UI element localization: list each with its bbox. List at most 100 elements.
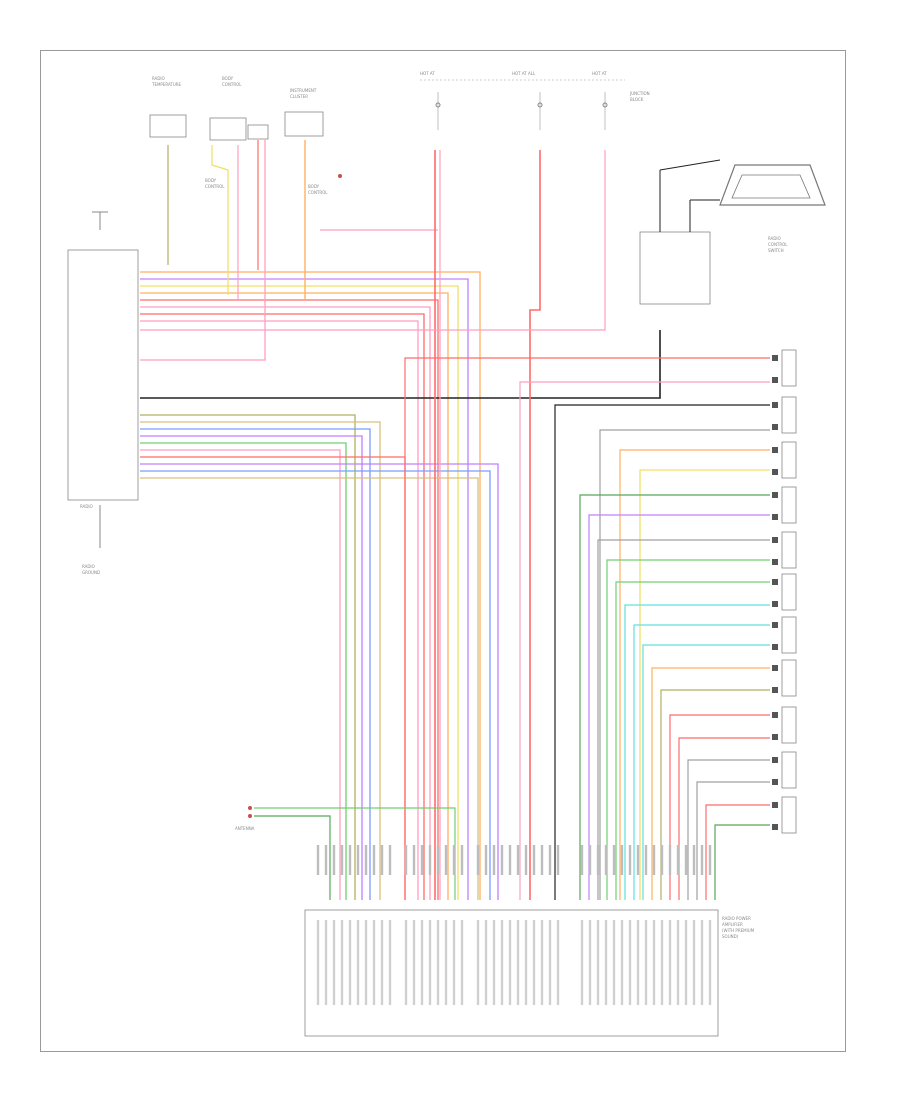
amp-pin-label xyxy=(524,920,528,1005)
speaker xyxy=(772,349,797,387)
connector-pin-label xyxy=(524,845,528,875)
amp-pin-label xyxy=(660,920,664,1005)
amp-pin-label xyxy=(340,920,344,1005)
connector-pin-label xyxy=(684,845,688,875)
amp-pin-label xyxy=(428,920,432,1005)
connector-pin-label xyxy=(500,845,504,875)
wire xyxy=(140,150,606,331)
svg-text:BODY: BODY xyxy=(308,184,320,189)
radio-output-wire xyxy=(140,299,439,900)
connector-pin-label xyxy=(652,845,656,875)
speaker-wire xyxy=(669,714,770,900)
top-left-components: RADIO TEMPERATURE BODY CONTROL INSTRUMEN… xyxy=(149,76,342,195)
top-fuses: HOT AT HOT AT ALL HOT AT JUNCTION BLOCK xyxy=(420,71,650,130)
amp-pin-label xyxy=(460,920,464,1005)
connector-pin-label xyxy=(708,845,712,875)
amp-pin-label xyxy=(388,920,392,1005)
amp-pin-label xyxy=(644,920,648,1005)
connector-pin-label xyxy=(380,845,384,875)
amp-pin-label xyxy=(548,920,552,1005)
top-right-switch: RADIO CONTROL SWITCH xyxy=(639,159,826,305)
radio-output-wire xyxy=(140,292,449,900)
svg-text:AMPLIFIER: AMPLIFIER xyxy=(722,922,743,927)
speaker-wire xyxy=(687,759,770,900)
svg-text:HOT AT ALL: HOT AT ALL xyxy=(512,71,536,76)
amp-pin-label xyxy=(580,920,584,1005)
connector-pin-label xyxy=(428,845,432,875)
amp-pin-label xyxy=(476,920,480,1005)
svg-text:RADIO POWER: RADIO POWER xyxy=(722,916,751,921)
speaker-wire xyxy=(678,737,770,900)
amp-pin-label xyxy=(556,920,560,1005)
connector-pin-label xyxy=(492,845,496,875)
connector-pin-label xyxy=(316,845,320,875)
svg-text:RADIO: RADIO xyxy=(82,564,95,569)
amp-pin-label xyxy=(628,920,632,1005)
connector-pin-label xyxy=(596,845,600,875)
fuse-box-3 xyxy=(247,124,269,140)
connector-pin-label xyxy=(540,845,544,875)
connector-pin-label xyxy=(412,845,416,875)
speaker xyxy=(772,441,797,479)
speakers xyxy=(772,349,797,834)
connector-pin-label xyxy=(484,845,488,875)
amp-pin-label xyxy=(700,920,704,1005)
svg-text:BLOCK: BLOCK xyxy=(630,97,644,102)
connector-pin-label xyxy=(340,845,344,875)
svg-text:TEMPERATURE: TEMPERATURE xyxy=(151,82,182,87)
radio-module: RADIO RADIO GROUND xyxy=(67,211,139,575)
amp-pin-label xyxy=(356,920,360,1005)
connector-pin-label xyxy=(332,845,336,875)
radio-output-wire xyxy=(140,421,381,900)
speaker-wire xyxy=(519,381,770,900)
connector-pin-label xyxy=(556,845,560,875)
speaker xyxy=(772,751,797,789)
svg-text:CONTROL: CONTROL xyxy=(308,190,328,195)
speaker-wire xyxy=(633,624,770,900)
connector-pin-label xyxy=(452,845,456,875)
svg-text:SWITCH: SWITCH xyxy=(768,248,784,253)
amp-pin-label xyxy=(636,920,640,1005)
connector-pin-label xyxy=(372,845,376,875)
connector-pin-label xyxy=(404,845,408,875)
amp-pin-label xyxy=(532,920,536,1005)
connector-pin-label xyxy=(348,845,352,875)
radio-output-wire xyxy=(140,306,431,900)
connector-pin-label xyxy=(660,845,664,875)
connector-pin-label xyxy=(508,845,512,875)
radio-output-wire xyxy=(140,313,425,900)
fuse-box-1 xyxy=(149,114,187,138)
speaker-wire xyxy=(619,449,770,900)
amp-pin-label xyxy=(652,920,656,1005)
amp-pin-label xyxy=(484,920,488,1005)
connector-pin-label xyxy=(604,845,608,875)
svg-text:CONTROL: CONTROL xyxy=(768,242,788,247)
speaker-wire xyxy=(714,824,770,900)
svg-text:BODY: BODY xyxy=(222,76,234,81)
amp-pin-label xyxy=(420,920,424,1005)
fused-feed xyxy=(529,150,541,900)
speaker-wire xyxy=(696,781,770,900)
speaker-wire xyxy=(615,581,770,900)
svg-text:JUNCTION: JUNCTION xyxy=(629,91,650,96)
amp-pin-label xyxy=(668,920,672,1005)
amp-pin-label xyxy=(316,920,320,1005)
svg-text:GROUND: GROUND xyxy=(82,570,100,575)
connector-pin-label xyxy=(628,845,632,875)
speaker-wire xyxy=(705,804,770,900)
radio-output-wire xyxy=(140,271,481,900)
diagram-frame xyxy=(40,50,846,1052)
connector-pin-label xyxy=(612,845,616,875)
speaker-wire xyxy=(597,539,770,900)
radio-output-wire xyxy=(140,320,419,900)
pink-feed-wire xyxy=(140,140,266,361)
steering-wheel-switch xyxy=(719,164,826,206)
speaker-wire xyxy=(660,689,770,900)
connector-pin-label xyxy=(324,845,328,875)
speaker-wire xyxy=(606,559,770,900)
svg-text:BODY: BODY xyxy=(205,178,217,183)
connector-pin-label xyxy=(476,845,480,875)
connector-pin-label xyxy=(444,845,448,875)
amp-pin-label xyxy=(516,920,520,1005)
speaker-wire xyxy=(599,429,770,900)
